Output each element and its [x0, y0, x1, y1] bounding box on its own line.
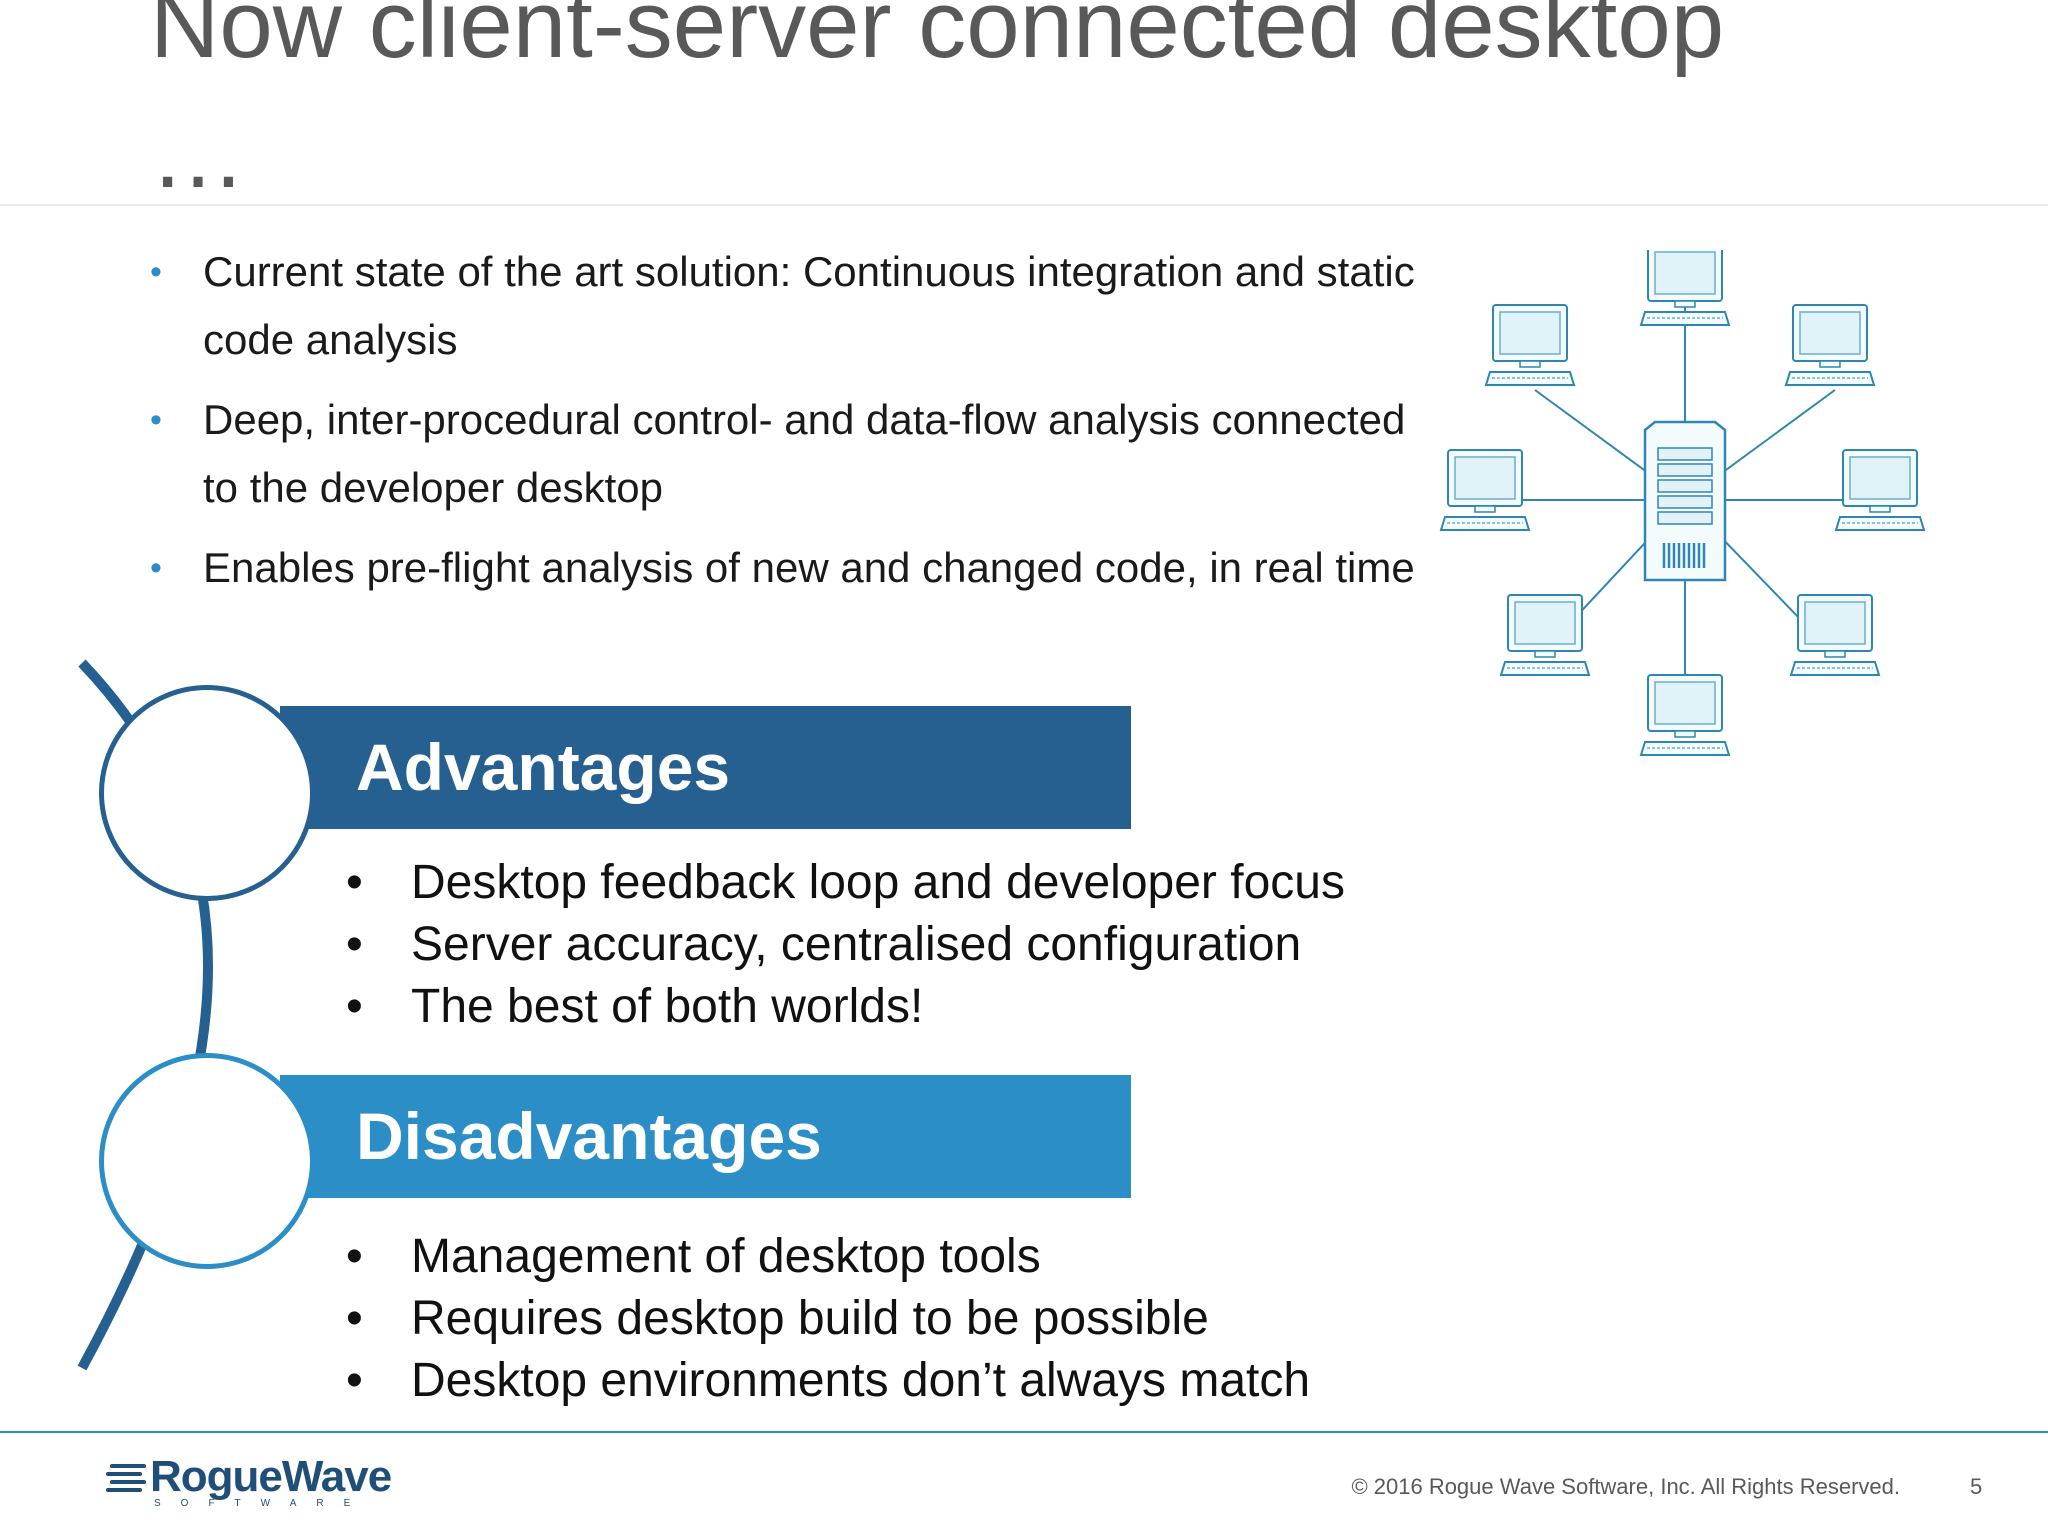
desktop-computer-icon	[1640, 250, 1730, 326]
main-bullet-list: • Current state of the art solution: Cont…	[150, 238, 1430, 614]
bullet-dot-icon: •	[150, 401, 162, 439]
desktop-computer-icon	[1640, 674, 1730, 756]
bullet-dot-icon: •	[346, 1354, 363, 1407]
bullet-item: • Current state of the art solution: Cont…	[150, 238, 1430, 374]
list-item-text: The best of both worlds!	[411, 980, 924, 1033]
list-item-text: Desktop feedback loop and developer focu…	[411, 856, 1345, 909]
advantages-heading: Advantages	[356, 730, 731, 804]
list-item: • Server accuracy, centralised configurat…	[346, 914, 1345, 976]
rogue-wave-logo-stripes-icon	[106, 1464, 146, 1492]
list-item: • Desktop environments don’t always match	[346, 1350, 1310, 1412]
slide-title: Now client-server connected desktop	[150, 0, 1725, 78]
slide-title-continuation: …	[150, 101, 252, 208]
bullet-dot-icon: •	[346, 1292, 363, 1345]
bullet-dot-icon: •	[346, 918, 363, 971]
desktop-computer-icon	[1835, 449, 1925, 531]
disadvantages-heading: Disadvantages	[356, 1099, 822, 1173]
desktop-computer-icon	[1785, 304, 1875, 386]
list-item-text: Server accuracy, centralised configurati…	[411, 918, 1302, 971]
bullet-text: Deep, inter-procedural control- and data…	[203, 396, 1406, 511]
footer-divider	[0, 1431, 2048, 1433]
list-item-text: Requires desktop build to be possible	[411, 1292, 1209, 1345]
logo-subtext: SOFTWARE	[154, 1498, 371, 1509]
desktop-computer-icon	[1485, 304, 1575, 386]
desktop-computer-icon	[1440, 449, 1530, 531]
rogue-wave-logo: RogueWave SOFTWARE	[104, 1452, 404, 1512]
list-item: • Desktop feedback loop and developer foc…	[346, 852, 1345, 914]
list-item: • The best of both worlds!	[346, 976, 1345, 1038]
logo-wordmark: RogueWave	[150, 1452, 392, 1501]
disadvantages-heading-bar: Disadvantages	[280, 1075, 1131, 1198]
desktop-computer-icon	[1500, 594, 1590, 676]
bullet-dot-icon: •	[346, 980, 363, 1033]
bullet-text: Enables pre-flight analysis of new and c…	[203, 544, 1415, 591]
bullet-dot-icon: •	[346, 856, 363, 909]
advantages-heading-bar: Advantages	[280, 706, 1131, 829]
advantages-circle-icon	[99, 685, 315, 901]
bullet-item: • Deep, inter-procedural control- and dat…	[150, 386, 1430, 522]
bullet-dot-icon: •	[346, 1230, 363, 1283]
bullet-dot-icon: •	[150, 549, 162, 587]
client-server-network-icon	[1440, 250, 1925, 756]
bullet-dot-icon: •	[150, 253, 162, 291]
bullet-item: • Enables pre-flight analysis of new and …	[150, 534, 1430, 602]
list-item-text: Management of desktop tools	[411, 1230, 1041, 1283]
list-item-text: Desktop environments don’t always match	[411, 1354, 1311, 1407]
title-divider	[0, 204, 2048, 206]
list-item: • Requires desktop build to be possible	[346, 1288, 1310, 1350]
server-tower-icon	[1643, 420, 1727, 582]
disadvantages-circle-icon	[99, 1053, 315, 1269]
advantages-list: • Desktop feedback loop and developer foc…	[346, 852, 1345, 1038]
copyright-notice: © 2016 Rogue Wave Software, Inc. All Rig…	[1351, 1474, 1900, 1499]
desktop-computer-icon	[1790, 594, 1880, 676]
list-item: • Management of desktop tools	[346, 1226, 1310, 1288]
disadvantages-list: • Management of desktop tools • Requires d…	[346, 1226, 1310, 1412]
bullet-text: Current state of the art solution: Conti…	[203, 248, 1415, 363]
page-number: 5	[1970, 1474, 1983, 1499]
